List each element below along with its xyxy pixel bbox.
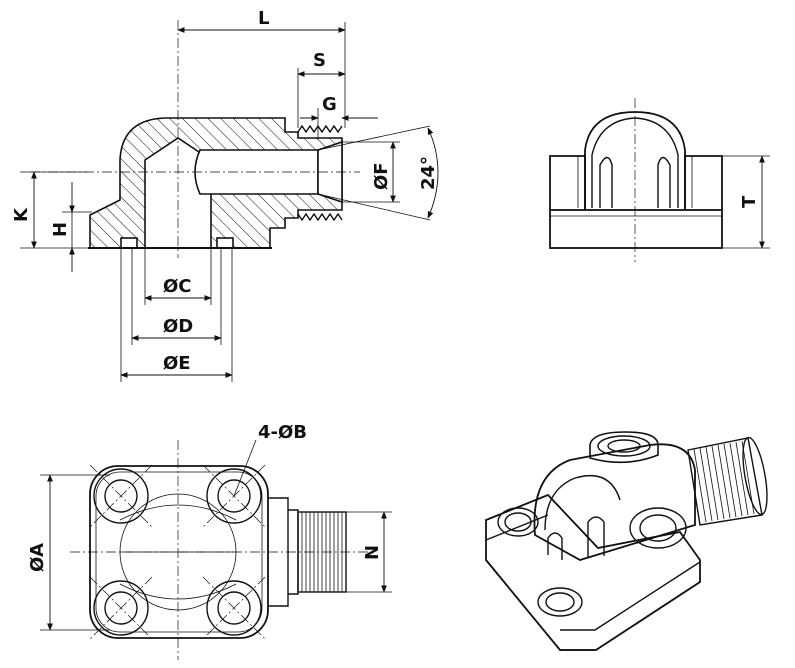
- dim-label-D: ØD: [163, 316, 193, 337]
- horizontal-bore: [194, 149, 319, 195]
- dim-label-A: ØA: [27, 543, 48, 572]
- iso-thread: [687, 436, 768, 526]
- dim-label-C: ØC: [163, 276, 192, 297]
- dim-label-E: ØE: [163, 353, 191, 374]
- thread-stub: [297, 124, 343, 222]
- dim-label-L: L: [258, 8, 269, 29]
- dim-label-N: N: [362, 545, 383, 560]
- bolt-hole-tl: [89, 464, 153, 528]
- bolt-hole-br: [202, 576, 266, 640]
- dim-label-B: 4-ØB: [258, 422, 307, 443]
- section-view: L S G ØF 24° K H ØC: [11, 8, 439, 382]
- top-view: 4-ØB ØA N: [27, 422, 392, 660]
- dim-label-S: S: [313, 50, 326, 71]
- dim-label-T: T: [739, 195, 760, 208]
- side-view: T: [549, 98, 770, 262]
- isometric-view: [485, 431, 768, 651]
- dim-label-F: ØF: [371, 162, 392, 190]
- bolt-hole-bl: [89, 576, 153, 640]
- dim-label-angle: 24°: [418, 156, 439, 190]
- oring-groove-left: [120, 237, 138, 249]
- dim-label-H: H: [50, 222, 71, 237]
- side-base-plate: [549, 209, 723, 249]
- dim-label-G: G: [322, 94, 337, 115]
- oring-groove-right: [216, 237, 234, 249]
- dim-label-K: K: [11, 207, 32, 222]
